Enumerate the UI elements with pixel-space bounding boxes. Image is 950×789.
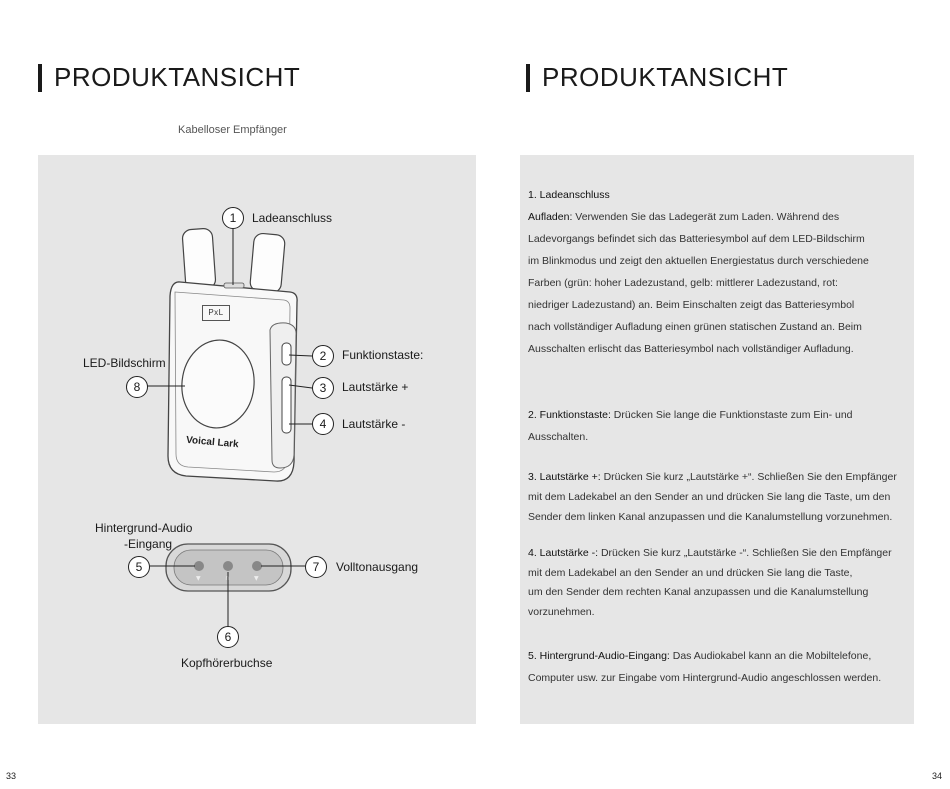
heading-text: PRODUKTANSICHT — [542, 62, 789, 92]
page-number-right: 34 — [932, 771, 943, 781]
diagram-panel — [38, 155, 476, 724]
text-line: Ausschalten erlischt das Batteriesymbol … — [528, 343, 854, 355]
text-line: im Blinkmodus und zeigt den aktuellen En… — [528, 255, 869, 267]
text-line: mit dem Ladekabel an den Sender an und d… — [528, 566, 853, 579]
text-line: 4. Lautstärke -: Drücken Sie kurz „Lauts… — [528, 547, 892, 559]
text-line: 5. Hintergrund-Audio-Eingang: Das Audiok… — [528, 650, 872, 662]
section-ladeanschluss: 1. Ladeanschluss Aufladen: Verwenden Sie… — [528, 184, 903, 360]
text-line: Aufladen: Verwenden Sie das Ladegerät zu… — [528, 211, 840, 223]
heading-accent-bar — [526, 63, 530, 92]
text-panel — [520, 155, 914, 724]
section-title: 1. Ladeanschluss — [528, 189, 610, 201]
text-line: mit dem Ladekabel an den Sender an und d… — [528, 491, 891, 503]
text-line: 2. Funktionstaste: Drücken Sie lange die… — [528, 409, 853, 421]
section-hintergrund-audio: 5. Hintergrund-Audio-Eingang: Das Audiok… — [528, 645, 903, 689]
text-line: Ausschalten. — [528, 431, 589, 443]
text-line: Ladevorgangs befindet sich das Batteries… — [528, 233, 865, 245]
text-line: Computer usw. zur Eingabe vom Hintergrun… — [528, 672, 882, 684]
text-line: 3. Lautstärke +: Drücken Sie kurz „Lauts… — [528, 471, 897, 483]
text-line: Farben (grün: hoher Ladezustand, gelb: m… — [528, 277, 838, 289]
text-line: um den Sender dem rechten Kanal anzupass… — [528, 586, 869, 598]
text-line: Sender dem linken Kanal anzupassen und d… — [528, 511, 893, 523]
section-lautstaerke-plus: 3. Lautstärke +: Drücken Sie kurz „Lauts… — [528, 467, 903, 527]
text-line: nach vollständiger Aufladung einen grüne… — [528, 321, 862, 333]
section-funktionstaste: 2. Funktionstaste: Drücken Sie lange die… — [528, 404, 903, 448]
text-line: niedriger Ladezustand) an. Beim Einschal… — [528, 299, 855, 311]
section-lautstaerke-minus: 4. Lautstärke -: Drücken Sie kurz „Lauts… — [528, 544, 903, 622]
text-line: vorzunehmen. — [528, 605, 595, 618]
page-heading-right: PRODUKTANSICHT — [526, 62, 788, 93]
page-heading-left: PRODUKTANSICHT — [38, 62, 300, 93]
heading-accent-bar — [38, 63, 42, 92]
subtitle: Kabelloser Empfänger — [178, 124, 287, 136]
page-number-left: 33 — [6, 771, 17, 781]
heading-text: PRODUKTANSICHT — [54, 62, 301, 92]
